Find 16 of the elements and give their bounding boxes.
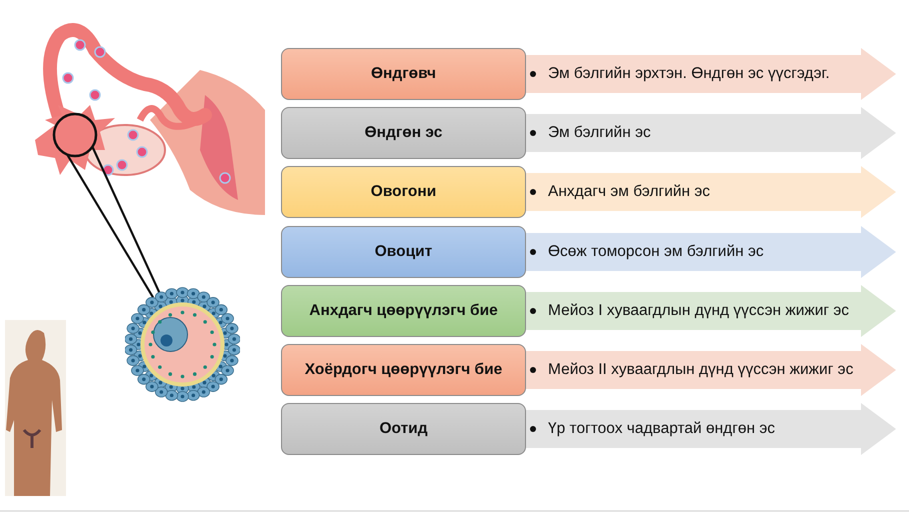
description-text: Анхдагч эм бэлгийн эс	[548, 182, 712, 202]
term-box: Овогони	[281, 166, 526, 218]
term-box: Овоцит	[281, 226, 526, 278]
leader-line	[91, 146, 161, 294]
leader-line	[66, 154, 154, 298]
term-box: Анхдагч цөөрүүлэгч бие	[281, 284, 526, 337]
term-box: Хоёрдогч цөөрүүлэгч бие	[281, 344, 526, 396]
description-text: Мейоз II хуваагдлын дүнд үүссэн жижиг эс	[548, 360, 854, 380]
term-box: Оотид	[281, 403, 526, 456]
description-text: Үр тогтоох чадвартай өндгөн эс	[548, 419, 776, 440]
term-box: Өндгөн эс	[281, 107, 526, 160]
description-text: Мейоз I хуваагдлын дүнд үүссэн жижиг эс	[548, 300, 850, 321]
description-text: Эм бэлгийн эрхтэн. Өндгөн эс үүсгэдэг.	[548, 64, 831, 84]
term-box: Өндгөвч	[281, 48, 526, 100]
description-text: Эм бэлгийн эс	[548, 123, 652, 144]
description-text: Өсөж томорсон эм бэлгийн эс	[548, 242, 765, 262]
